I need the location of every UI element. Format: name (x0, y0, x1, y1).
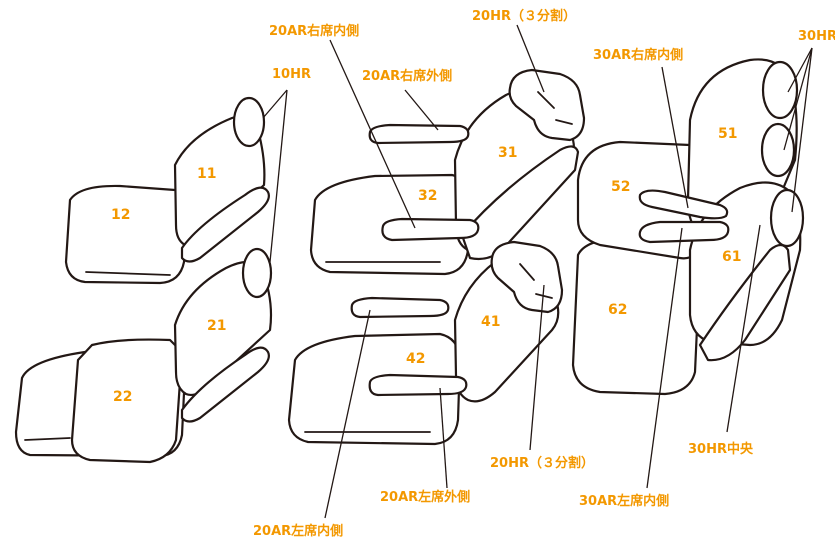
label-30ar-left-inner: 30AR左席内側 (579, 494, 670, 509)
headrest-30hr-lower (769, 188, 805, 248)
label-20hr-bottom: 20HR（３分割） (490, 456, 594, 471)
seat-21-backrest (173, 260, 273, 397)
headrest-10hr-lower (241, 247, 273, 299)
seat-62-cushion (571, 236, 702, 396)
seat-31-side (460, 145, 580, 261)
armrest-20ar-right-outer (368, 123, 470, 145)
seat-22-front (70, 338, 184, 464)
seat-number-11: 11 (197, 166, 217, 182)
armrest-20ar-left-inner (350, 296, 450, 319)
armrest-30ar-left-inner (638, 220, 730, 244)
label-20ar-right-outer: 20AR右席外側 (362, 69, 453, 84)
label-10hr: 10HR (272, 67, 311, 82)
headrest-20hr-lower (490, 240, 564, 314)
armrest-30ar-right-inner (638, 189, 729, 220)
seat-number-12: 12 (111, 207, 131, 223)
seat-11-backrest (173, 115, 266, 247)
seat-number-41: 41 (481, 314, 501, 330)
leader-lines (262, 24, 813, 519)
seat-number-31: 31 (498, 145, 518, 161)
label-20ar-left-inner: 20AR左席内側 (253, 524, 344, 539)
label-20ar-right-inner: 20AR右席内側 (269, 24, 360, 39)
row3-bench-seat (571, 58, 805, 396)
seat-number-61: 61 (722, 249, 742, 265)
headrest-30hr-upper (761, 60, 799, 120)
label-20ar-left-outer: 20AR左席外側 (380, 490, 471, 505)
row1-seat-lower (14, 247, 273, 464)
headrest-10hr-upper (232, 96, 266, 148)
seat-number-22: 22 (113, 389, 133, 405)
seat-12-cushion (64, 184, 190, 285)
seat-number-62: 62 (608, 302, 628, 318)
label-20hr-top: 20HR（３分割） (472, 9, 576, 24)
row2-seat-upper (309, 68, 586, 276)
row2-seat-lower (287, 240, 564, 446)
seat-number-42: 42 (406, 351, 426, 367)
seat-11-armrest (180, 186, 270, 263)
armrest-20ar-left-outer (368, 373, 468, 397)
armrest-20ar-right-inner (381, 217, 480, 242)
label-30hr-center: 30HR中央 (688, 442, 753, 457)
seat-21-armrest (180, 346, 270, 423)
headrest-30hr-middle (760, 122, 796, 178)
seat-number-32: 32 (418, 188, 438, 204)
seat-number-52: 52 (611, 179, 631, 195)
seat-number-51: 51 (718, 126, 738, 142)
row1-seat-upper (64, 96, 270, 285)
label-30hr: 30HR (798, 29, 835, 44)
seat-number-21: 21 (207, 318, 227, 334)
label-30ar-right-inner: 30AR右席内側 (593, 48, 684, 63)
